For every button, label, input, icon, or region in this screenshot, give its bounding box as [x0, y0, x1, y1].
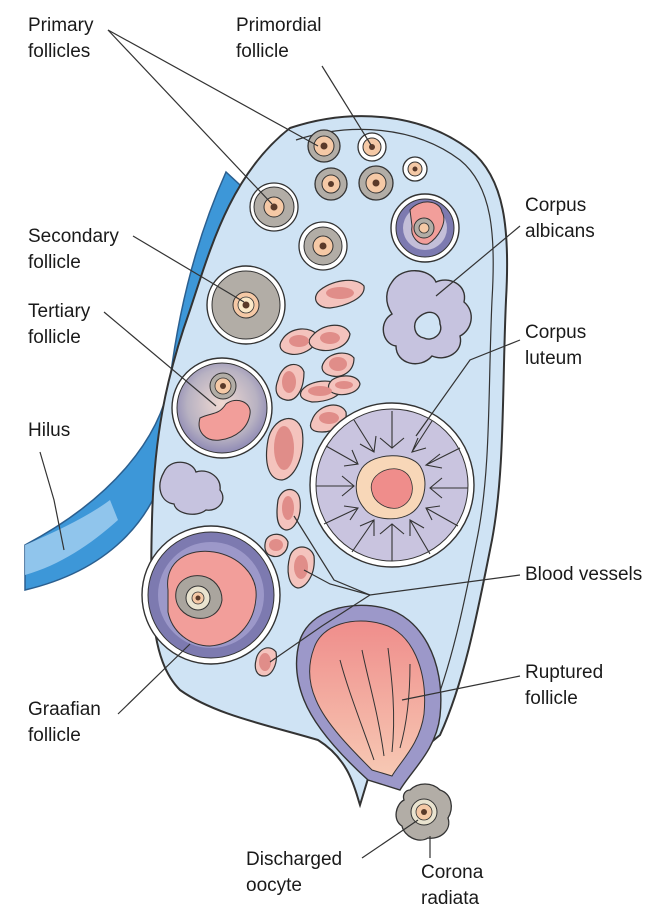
leader-lines [39, 29, 521, 859]
leader-primary-follicles-b [107, 29, 273, 205]
leader-ruptured-follicle [401, 675, 521, 701]
label-corpus-albicans: Corpus albicans [525, 195, 595, 242]
label-tertiary-follicle: Tertiary follicle [28, 301, 91, 348]
leader-hilus [39, 451, 65, 551]
leader-blood-vessels-b [303, 569, 371, 596]
ruptured-follicle [295, 604, 442, 791]
small-corpus-albicans [159, 461, 224, 515]
graafian-follicle [141, 525, 281, 665]
label-discharged-oocyte: Discharged oocyte [246, 849, 343, 896]
label-primary-follicles: Primary follicles [28, 15, 94, 62]
leader-secondary-follicle [132, 235, 245, 303]
label-primordial-follicle: Primordial follicle [236, 15, 322, 62]
leader-corpus-albicans [435, 225, 521, 297]
corpus-luteum [309, 402, 475, 568]
label-graafian-follicle: Graafian follicle [28, 699, 101, 746]
secondary-follicle [206, 265, 286, 345]
leader-blood-vessels-c [269, 594, 371, 663]
label-corona-radiata: Corona radiata [421, 862, 484, 909]
leader-corpus-luteum [415, 339, 521, 437]
label-corpus-luteum: Corpus luteum [525, 322, 587, 369]
leader-discharged-oocyte [361, 819, 419, 859]
label-secondary-follicle: Secondary follicle [28, 226, 119, 273]
corpus-albicans [382, 270, 472, 365]
primordial-follicles-cluster [307, 129, 428, 201]
leader-primordial-follicle [321, 65, 372, 146]
leader-tertiary-follicle [103, 311, 217, 407]
leader-graafian-follicle [117, 643, 191, 715]
small-growing-follicle [298, 221, 348, 271]
label-hilus: Hilus [28, 420, 71, 441]
label-ruptured-follicle: Ruptured follicle [525, 662, 604, 709]
atretic-follicle-top-right [390, 193, 460, 263]
tertiary-follicle [171, 357, 273, 459]
discharged-oocyte [395, 783, 452, 841]
blood-vessel-lumens [259, 287, 354, 671]
leader-primary-follicles-a [107, 29, 319, 147]
primary-follicle-left [249, 182, 299, 232]
label-blood-vessels: Blood vessels [525, 564, 643, 585]
leader-blood-vessels-a [293, 515, 521, 596]
